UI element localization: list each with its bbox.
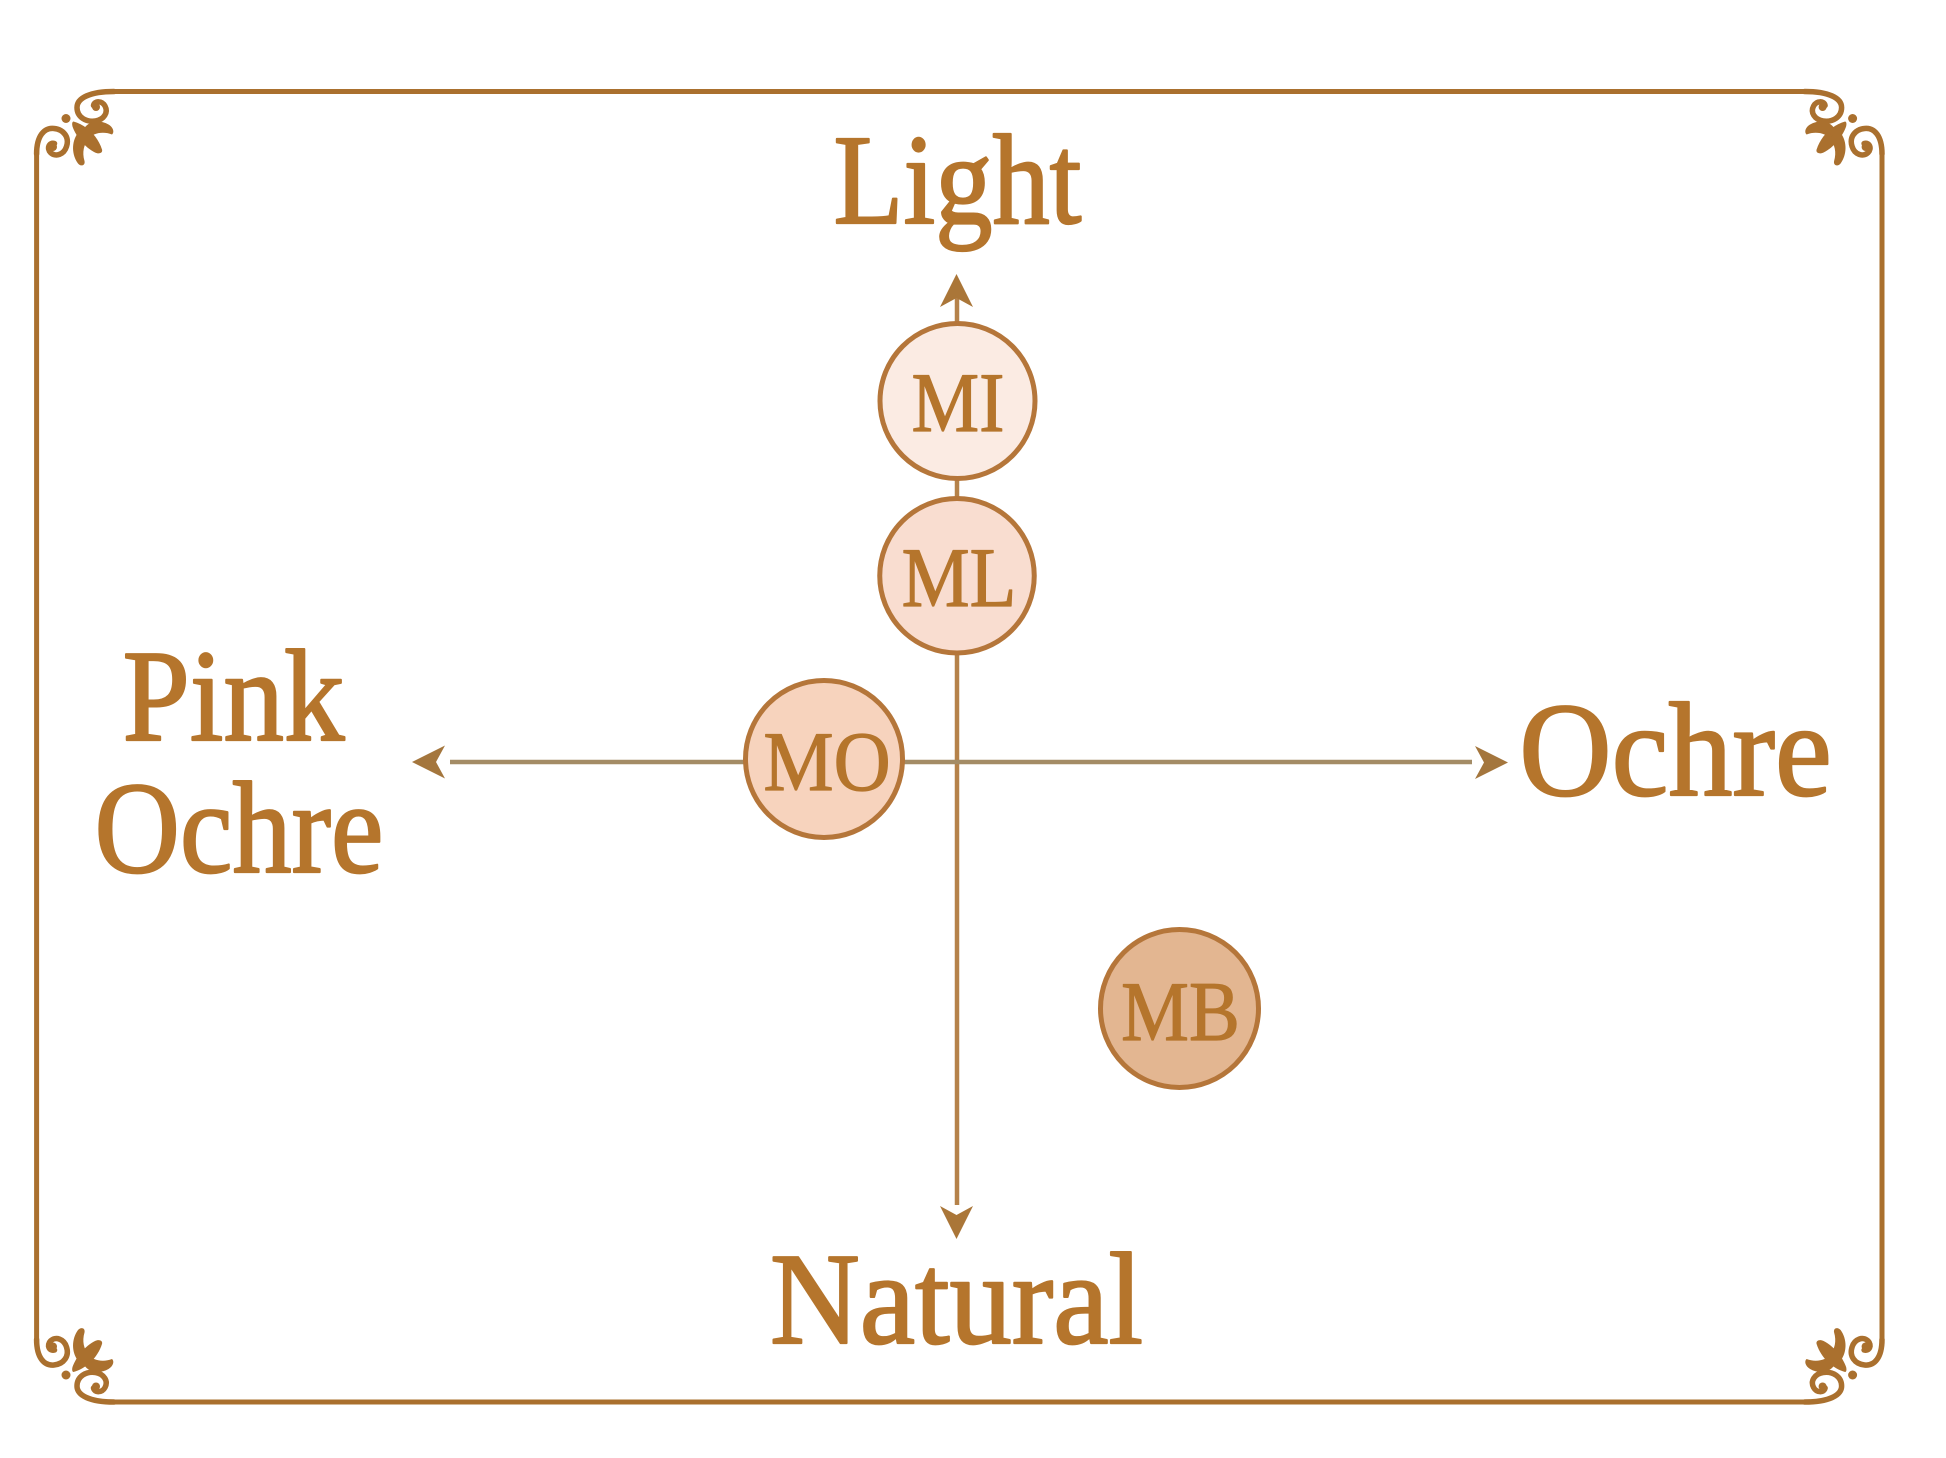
- svg-text:MO: MO: [763, 714, 890, 808]
- svg-text:Natural: Natural: [770, 1226, 1143, 1372]
- svg-text:ML: ML: [902, 531, 1017, 625]
- svg-text:Pink: Pink: [123, 625, 346, 769]
- svg-text:Light: Light: [834, 110, 1082, 251]
- svg-text:MB: MB: [1121, 965, 1240, 1059]
- svg-text:MI: MI: [912, 356, 1005, 450]
- svg-text:Ochre: Ochre: [95, 755, 384, 900]
- svg-text:Ochre: Ochre: [1519, 676, 1832, 824]
